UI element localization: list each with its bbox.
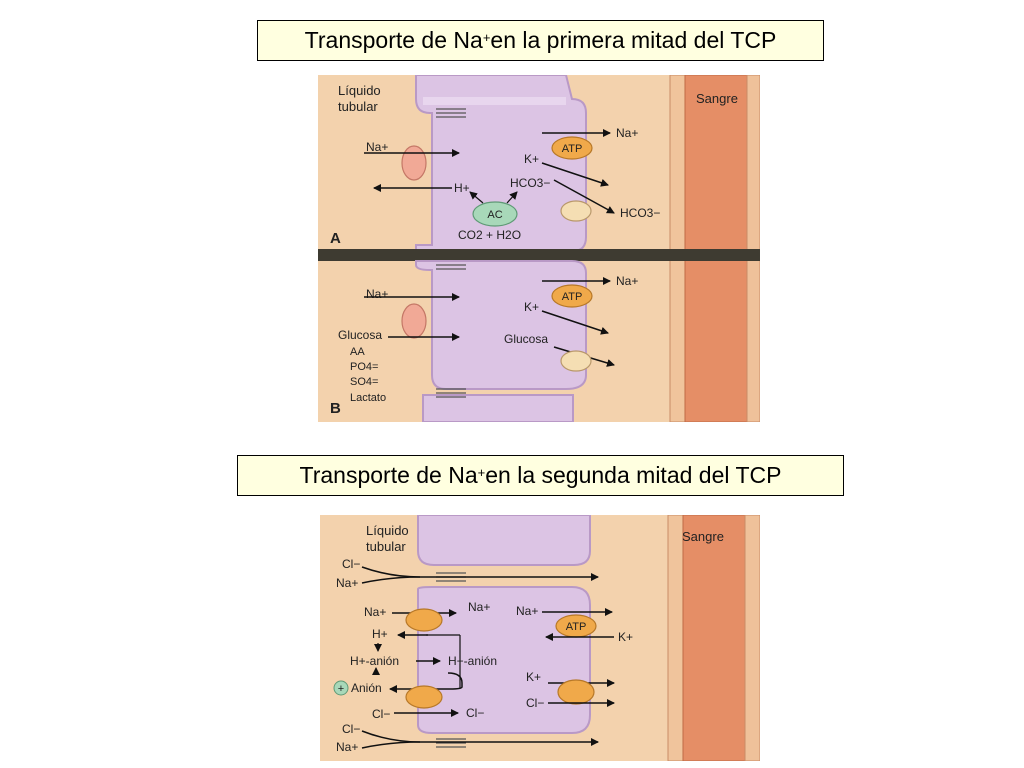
h-anion-lumen: H+-anión: [350, 654, 399, 668]
title-second-half: Transporte de Na+ en la segunda mitad de…: [237, 455, 844, 496]
b-na-blood: Na+: [616, 274, 638, 288]
a-ac: AC: [487, 209, 502, 221]
a-h-label: H+: [454, 181, 470, 195]
b-k-arrow: [541, 310, 609, 335]
cl-apical: Cl−: [372, 707, 390, 721]
carbonic-anhydrase: [472, 201, 518, 227]
plus-sign: +: [338, 683, 344, 695]
label-sangre-2: Sangre: [682, 529, 724, 544]
k-atp: K+: [618, 630, 633, 644]
title-first-half: Transporte de Na+ en la primera mitad de…: [257, 20, 824, 61]
separator-band: [318, 249, 760, 261]
b-lactato: Lactato: [350, 392, 386, 404]
na-bottom: Na+: [336, 740, 358, 754]
b-po4: PO4=: [350, 361, 378, 373]
cell-main-2: [417, 586, 591, 734]
a-k-arrow: [541, 162, 609, 187]
title-first-sup: +: [482, 30, 491, 45]
a-co2-h2o: CO2 + H2O: [458, 228, 521, 242]
b-glucosa-lumen: Glucosa: [338, 328, 382, 342]
a-hco3-blood: HCO3−: [620, 206, 660, 220]
figure-first-half: Líquido tubular Sangre A B Na+ H+ ATP Na…: [318, 75, 760, 422]
cl-apical-cell: Cl−: [466, 706, 484, 720]
title-first-suffix: en la primera mitad del TCP: [490, 27, 777, 53]
a-k-label: K+: [524, 152, 539, 166]
na-baso: Na+: [516, 604, 538, 618]
na-k-atpase-a: [551, 136, 593, 160]
tight-junction-b-bottom: [436, 388, 466, 398]
cl-channel: Cl−: [526, 696, 544, 710]
na-h-exchanger-2: [405, 608, 443, 632]
anion-out-arrow: [389, 672, 463, 693]
cell-b-lower: [422, 394, 574, 422]
k-channel: K+: [526, 670, 541, 684]
tight-junction-a: [436, 108, 466, 118]
na-glucose-cotransporter-b: [401, 303, 427, 339]
na-k-atpase-b: [551, 284, 593, 308]
capillary-wall-right: [746, 75, 760, 422]
b-so4: SO4=: [350, 376, 378, 388]
h-anion-cell: H+-anión: [448, 654, 497, 668]
cl-top: Cl−: [342, 557, 360, 571]
atp-label-2: ATP: [566, 621, 587, 633]
capillary-wall-left: [669, 75, 686, 422]
a-ac-to-h: [469, 191, 484, 204]
a-atp: ATP: [562, 143, 583, 155]
a-hco3-arrow: [553, 179, 615, 214]
tight-junction-b-top: [436, 264, 466, 270]
label-panel-a: A: [330, 230, 341, 247]
b-atp: ATP: [562, 291, 583, 303]
cell-b: [415, 260, 587, 390]
a-ac-to-hco3: [506, 191, 518, 204]
cell-top-2: [417, 515, 591, 566]
a-hco3-cell: HCO3−: [510, 176, 550, 190]
hco3-transporter-a: [560, 200, 592, 222]
label-tubular: tubular: [338, 99, 378, 114]
title-second-prefix: Transporte de Na: [299, 462, 478, 488]
cl-anion-exchanger: [405, 685, 443, 709]
anion-label: Anión: [351, 681, 382, 695]
label-liquido-2: Líquido: [366, 523, 409, 538]
tight-junction-2-bottom: [436, 738, 466, 748]
b-k-label: K+: [524, 300, 539, 314]
cell-a-top-strip: [423, 97, 566, 105]
blood-vessel-2: [682, 515, 746, 761]
na-apical: Na+: [364, 605, 386, 619]
a-na-in: Na+: [366, 140, 388, 154]
na-top: Na+: [336, 576, 358, 590]
capillary-wall-right-2: [744, 515, 760, 761]
b-glucosa-cell: Glucosa: [504, 332, 548, 346]
label-liquido: Líquido: [338, 83, 381, 98]
blood-vessel: [684, 75, 748, 422]
b-na-in: Na+: [366, 287, 388, 301]
label-panel-b: B: [330, 400, 341, 417]
label-sangre: Sangre: [696, 91, 738, 106]
a-na-blood: Na+: [616, 126, 638, 140]
paracellular-top-arrow-na: [361, 576, 421, 584]
title-first-prefix: Transporte de Na: [304, 27, 483, 53]
figure-second-half: Líquido tubular Sangre Cl− Na+ Na+ Na+ H…: [320, 515, 760, 761]
na-apical-cell: Na+: [468, 600, 490, 614]
b-aa: AA: [350, 346, 365, 358]
h-label: H+: [372, 627, 388, 641]
title-second-sup: +: [477, 465, 486, 480]
k-cl-channel: [557, 679, 595, 705]
cl-bottom: Cl−: [342, 722, 360, 736]
na-h-exchanger-a: [401, 145, 427, 181]
glucose-transporter-b: [560, 350, 592, 372]
capillary-wall-left-2: [667, 515, 684, 761]
paracellular-bottom-arrow-na: [361, 741, 421, 749]
title-second-suffix: en la segunda mitad del TCP: [485, 462, 782, 488]
plus-icon: [333, 680, 349, 696]
label-tubular-2: tubular: [366, 539, 406, 554]
